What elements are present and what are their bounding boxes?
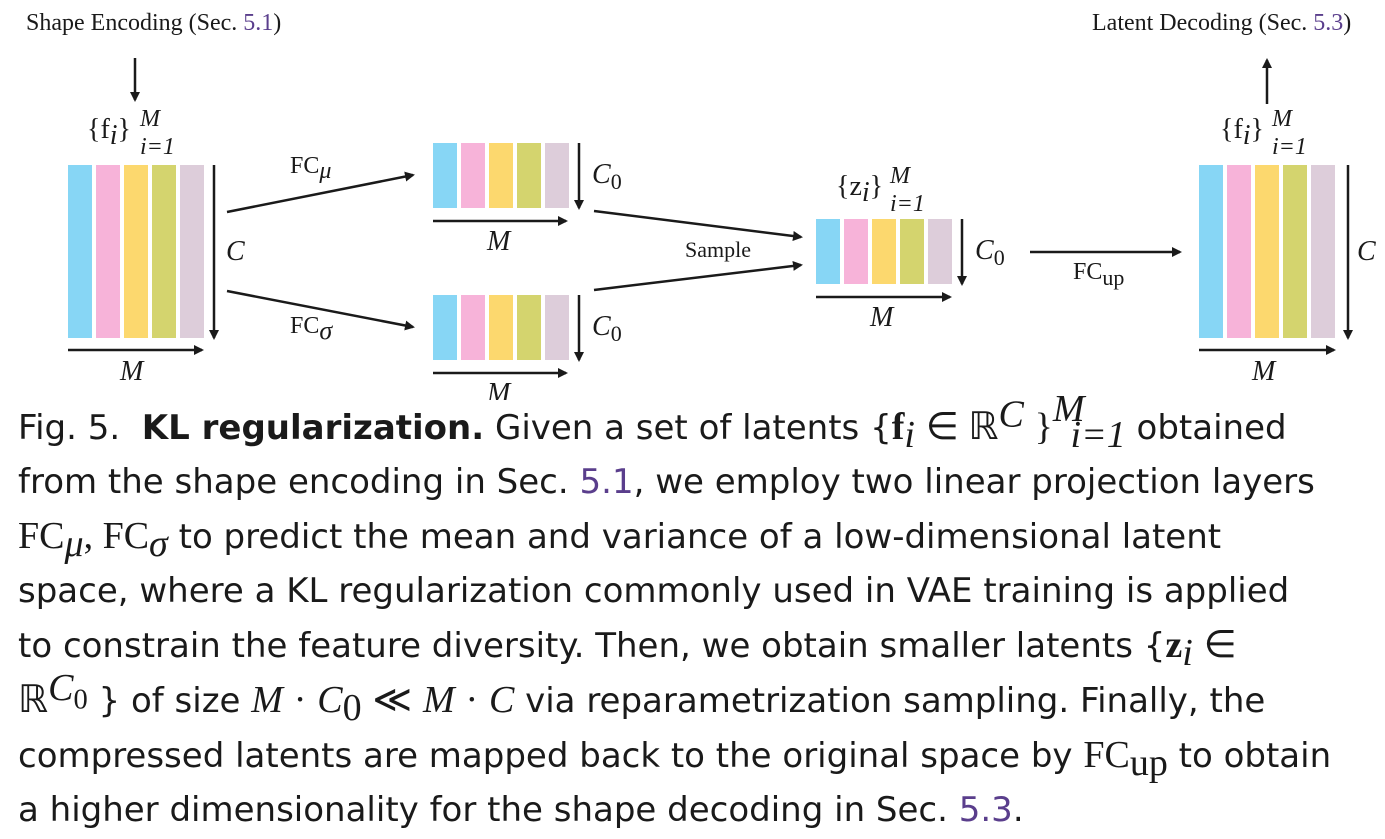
caption-line-6: ℝC0 } of size M · C0 ≪ M · C via reparam…	[18, 666, 1266, 729]
feature-bar	[545, 295, 569, 360]
fc-sigma-arrow	[226, 289, 415, 331]
feature-bar	[517, 295, 541, 360]
figure-caption: Fig. 5. KL regularization. Given a set o…	[18, 387, 1368, 837]
fc-up-label: FCup	[1073, 259, 1124, 290]
feature-bar	[1255, 165, 1279, 338]
output-c-label: C	[1357, 236, 1376, 267]
kl-regularization-diagram: Shape Encoding (Sec. 5.1) Latent Decodin…	[26, 10, 1376, 400]
caption-line-3: FCμ, FCσ to predict the mean and varianc…	[18, 515, 1222, 565]
input-set-sup: M	[139, 106, 162, 132]
feature-bar	[180, 165, 204, 338]
feature-bar	[545, 143, 569, 208]
feature-bar	[124, 165, 148, 338]
mu-feature-bars	[433, 143, 569, 208]
caption-text: to constrain the feature diversity. Then…	[18, 626, 1166, 666]
caption-title: KL regularization.	[141, 408, 485, 448]
caption-text: compressed latents are mapped back to th…	[18, 736, 1073, 776]
fc-sigma-label: FCσ	[290, 313, 333, 345]
caption-text: to obtain	[1178, 736, 1332, 776]
latent-set-label: {zi}	[836, 171, 883, 208]
input-c-label: C	[226, 236, 245, 267]
fig-label: Fig. 5.	[18, 408, 121, 448]
feature-bar	[1199, 165, 1223, 338]
mu-m-label: M	[486, 226, 512, 257]
caption-text: .	[1012, 790, 1024, 830]
sigma-m-label: M	[486, 378, 512, 400]
feature-bar	[489, 295, 513, 360]
caption-line-8: a higher dimensionality for the shape de…	[18, 783, 1368, 837]
caption-text: from the shape encoding in Sec.	[18, 462, 569, 502]
feature-bar	[68, 165, 92, 338]
feature-bar	[900, 219, 924, 284]
caption-line-7: compressed latents are mapped back to th…	[18, 734, 1332, 784]
latent-set-sub: i=1	[890, 191, 925, 217]
feature-bar	[1283, 165, 1307, 338]
input-set-label: {fi}	[87, 114, 131, 151]
caption-text: Given a set of latents {	[494, 408, 892, 448]
caption-text: to predict the mean and variance of a lo…	[178, 517, 1222, 557]
feature-bar	[1227, 165, 1251, 338]
output-feature-bars	[1199, 165, 1335, 338]
sample-label: Sample	[685, 237, 751, 262]
math-f: f	[891, 406, 905, 448]
feature-bar	[1311, 165, 1335, 338]
caption-line-5: to constrain the feature diversity. Then…	[18, 624, 1237, 674]
feature-bar	[872, 219, 896, 284]
shape-encoding-title: Shape Encoding (Sec. 5.1)	[26, 10, 281, 36]
caption-text: } of size	[98, 681, 241, 721]
caption-text: , we employ two linear projection layers	[633, 462, 1315, 502]
latent-decoding-title: Latent Decoding (Sec. 5.3)	[1092, 10, 1351, 36]
fc-mu-arrow	[226, 171, 415, 214]
section-ref-5-3[interactable]: 5.3	[958, 790, 1013, 830]
mu-to-sample-arrow	[593, 209, 803, 241]
fc-mu-label: FCμ	[290, 153, 331, 184]
feature-bar	[461, 143, 485, 208]
feature-bar	[489, 143, 513, 208]
input-feature-bars	[68, 165, 204, 338]
output-set-label: {fi}	[1220, 114, 1264, 151]
section-ref-5-1[interactable]: 5.1	[579, 462, 634, 502]
feature-bar	[461, 295, 485, 360]
feature-bar	[816, 219, 840, 284]
caption-text: a higher dimensionality for the shape de…	[18, 790, 948, 830]
input-m-label: M	[119, 356, 145, 387]
caption-line-1: Fig. 5. KL regularization. Given a set o…	[18, 387, 1287, 456]
output-set-sup: M	[1271, 106, 1294, 132]
caption-line-4: space, where a KL regularization commonl…	[18, 564, 1368, 618]
caption-line-2: from the shape encoding in Sec. 5.1, we …	[18, 455, 1368, 509]
caption-text: space, where a KL regularization commonl…	[18, 571, 1290, 611]
feature-bar	[844, 219, 868, 284]
feature-bar	[152, 165, 176, 338]
caption-text: via reparametrization sampling. Finally,…	[525, 681, 1266, 721]
output-m-label: M	[1251, 356, 1277, 387]
input-set-sub: i=1	[140, 134, 175, 160]
mu-c0-label: C0	[592, 159, 622, 194]
feature-bar	[433, 295, 457, 360]
latent-feature-bars	[816, 219, 952, 284]
feature-bar	[433, 143, 457, 208]
sigma-c0-label: C0	[592, 311, 622, 346]
sigma-to-sample-arrow	[593, 260, 803, 292]
output-set-sub: i=1	[1272, 134, 1307, 160]
caption-text: obtained	[1136, 408, 1287, 448]
latent-set-sup: M	[889, 163, 912, 189]
feature-bar	[96, 165, 120, 338]
feature-bar	[928, 219, 952, 284]
feature-bar	[517, 143, 541, 208]
sigma-feature-bars	[433, 295, 569, 360]
latent-c0-label: C0	[975, 235, 1005, 270]
latent-m-label: M	[869, 302, 895, 333]
